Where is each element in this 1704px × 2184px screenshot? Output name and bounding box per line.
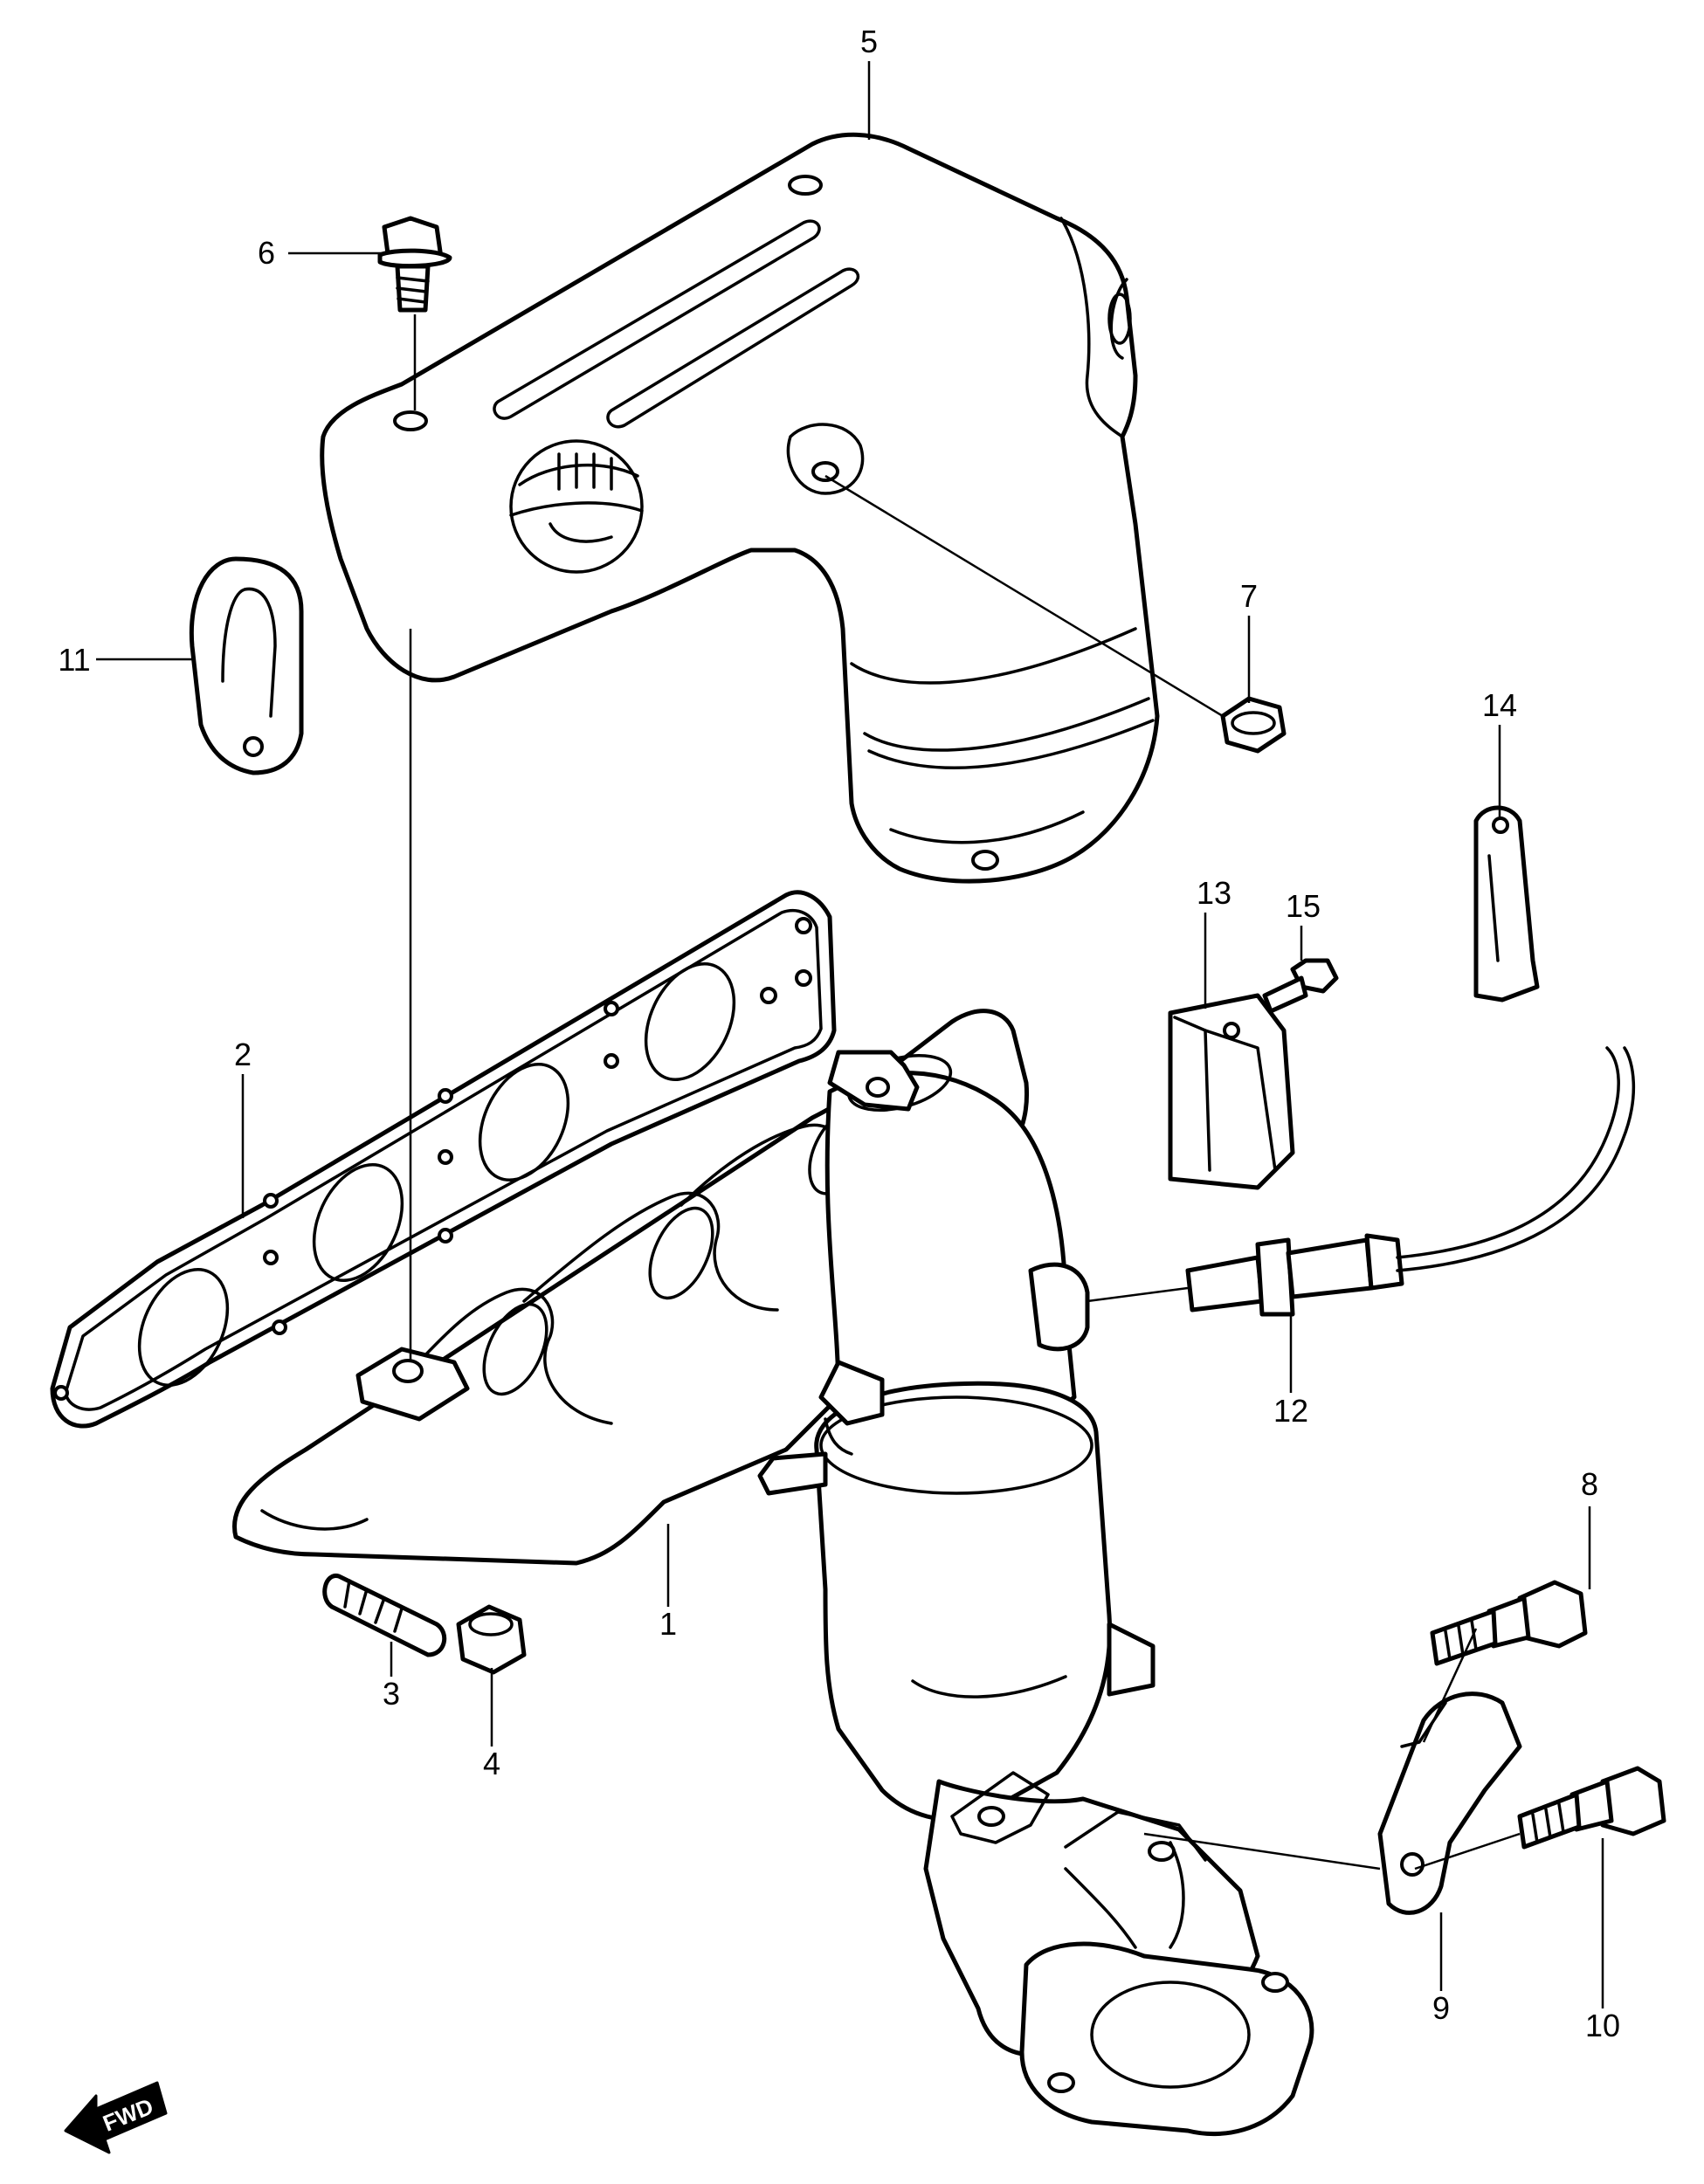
- callout-2: 2: [234, 1037, 252, 1072]
- callout-6: 6: [258, 235, 275, 271]
- callout-14: 14: [1482, 687, 1517, 723]
- stay-bracket: [1377, 1691, 1522, 1915]
- callout-4: 4: [483, 1746, 500, 1781]
- callout-9: 9: [1432, 1990, 1450, 2026]
- callout-7: 7: [1240, 578, 1258, 614]
- leader-lines: [96, 61, 1604, 2008]
- oxygen-sensor: [1185, 1046, 1636, 1317]
- exhaust-manifold-assembly: [232, 1009, 1314, 2137]
- stay-bolt-upper: [1430, 1580, 1588, 1666]
- callout-12: 12: [1273, 1393, 1308, 1429]
- callout-numbers: 5 6 7 11 14 13 15 2 12 1 3 4 8 9 10: [58, 24, 1620, 2043]
- callout-1: 1: [659, 1606, 677, 1642]
- stud-bolt: [322, 1574, 447, 1657]
- heat-shield-bolt: [377, 216, 452, 313]
- forward-arrow-icon: FWD: [64, 2081, 168, 2154]
- callout-5: 5: [860, 24, 878, 59]
- callout-13: 13: [1197, 875, 1231, 911]
- stay-bolt-lower: [1517, 1766, 1666, 1850]
- flange-nut-4: [456, 1604, 527, 1675]
- callout-11: 11: [58, 642, 90, 678]
- bracket-14: [1473, 805, 1540, 1002]
- callout-8: 8: [1581, 1466, 1598, 1502]
- outlet-gasket: [189, 556, 304, 775]
- clamp-bolt: [1262, 958, 1339, 1014]
- callout-3: 3: [383, 1676, 400, 1712]
- sensor-clamp: [1168, 993, 1295, 1190]
- callout-10: 10: [1585, 2008, 1620, 2043]
- callout-15: 15: [1286, 888, 1321, 924]
- flange-nut-7: [1220, 696, 1287, 754]
- heat-shield: [320, 132, 1160, 884]
